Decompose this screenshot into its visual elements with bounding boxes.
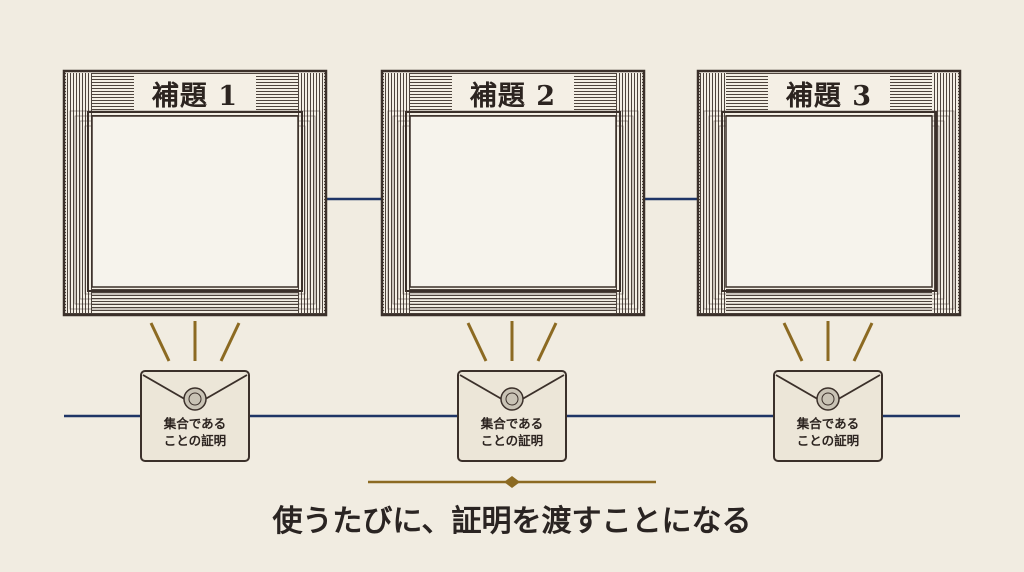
ray-icon: [149, 321, 241, 362]
wax-seal-icon: [183, 387, 207, 411]
envelope-label-line: ことの証明: [480, 433, 544, 448]
ray-icon: [782, 321, 874, 362]
envelope-label-line: 集合である: [480, 416, 544, 431]
lemma-frame-1: [62, 69, 328, 317]
wax-seal-icon: [816, 387, 840, 411]
envelope-icon: [140, 370, 250, 462]
lemma-frame-2: [380, 69, 646, 317]
envelope-label-line: 集合である: [796, 416, 860, 431]
envelope-label-3: 集合であることの証明: [773, 415, 883, 449]
lemma-title-3: 補題 3: [785, 81, 873, 112]
lemma-title-1: 補題 1: [151, 81, 239, 112]
caption-ornament: [368, 476, 656, 488]
wax-seal-icon: [500, 387, 524, 411]
caption-text: 使うたびに、証明を渡すことになる: [272, 504, 752, 539]
diamond-icon: [504, 476, 520, 488]
ray-icon: [466, 321, 558, 362]
envelope-label-line: 集合である: [163, 416, 227, 431]
envelope-label-line: ことの証明: [163, 433, 227, 448]
envelope-label-2: 集合であることの証明: [457, 415, 567, 449]
envelope-label-1: 集合であることの証明: [140, 415, 250, 449]
lemma-frame-3: [696, 69, 962, 317]
lemma-title-2: 補題 2: [469, 81, 557, 112]
envelope-icon: [773, 370, 883, 462]
envelope-icon: [457, 370, 567, 462]
envelope-label-line: ことの証明: [796, 433, 860, 448]
